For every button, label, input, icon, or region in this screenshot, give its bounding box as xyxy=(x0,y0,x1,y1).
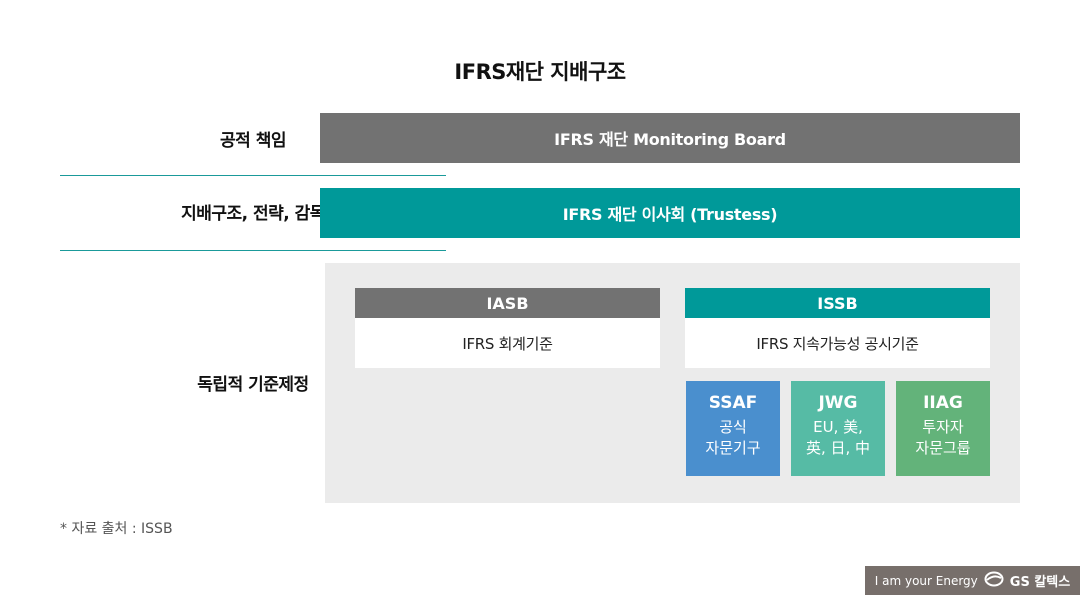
iasb-card: IASB IFRS 회계기준 xyxy=(355,288,660,368)
row-label-public-accountability: 공적 책임 xyxy=(220,131,286,151)
divider-line xyxy=(60,175,446,176)
source-note: * 자료 출처 : ISSB xyxy=(60,521,173,537)
issb-description: IFRS 지속가능성 공시기준 xyxy=(685,318,990,368)
diagram-title: IFRS재단 지배구조 xyxy=(454,60,626,84)
iasb-header: IASB xyxy=(355,288,660,318)
trustees-bar: IFRS 재단 이사회 (Trustess) xyxy=(320,188,1020,238)
footer-slogan: I am your Energy xyxy=(874,573,978,588)
divider-line xyxy=(60,250,446,251)
footer-brand: GS 칼텍스 xyxy=(1009,575,1071,590)
iasb-description: IFRS 회계기준 xyxy=(355,318,660,368)
gs-logo-icon xyxy=(984,571,1004,590)
footer-banner: I am your Energy GS 칼텍스 xyxy=(865,566,1080,595)
row-label-governance: 지배구조, 전략, 감독 xyxy=(181,204,325,224)
jwg-line1: EU, 美, xyxy=(813,418,863,436)
ssaf-name: SSAF xyxy=(708,393,758,413)
issb-header: ISSB xyxy=(685,288,990,318)
iiag-line1: 투자자 xyxy=(922,418,964,436)
iiag-name: IIAG xyxy=(923,393,963,413)
ssaf-box: SSAF 공식 자문기구 xyxy=(686,381,780,476)
ssaf-line2: 자문기구 xyxy=(705,439,761,457)
jwg-line2: 英, 日, 中 xyxy=(805,439,871,457)
jwg-box: JWG EU, 美, 英, 日, 中 xyxy=(791,381,885,476)
jwg-name: JWG xyxy=(818,393,858,413)
monitoring-board-bar: IFRS 재단 Monitoring Board xyxy=(320,113,1020,163)
ssaf-line1: 공식 xyxy=(719,418,747,436)
iiag-box: IIAG 투자자 자문그룹 xyxy=(896,381,990,476)
iiag-line2: 자문그룹 xyxy=(915,439,971,457)
issb-card: ISSB IFRS 지속가능성 공시기준 xyxy=(685,288,990,368)
row-label-standard-setting: 독립적 기준제정 xyxy=(197,375,309,395)
